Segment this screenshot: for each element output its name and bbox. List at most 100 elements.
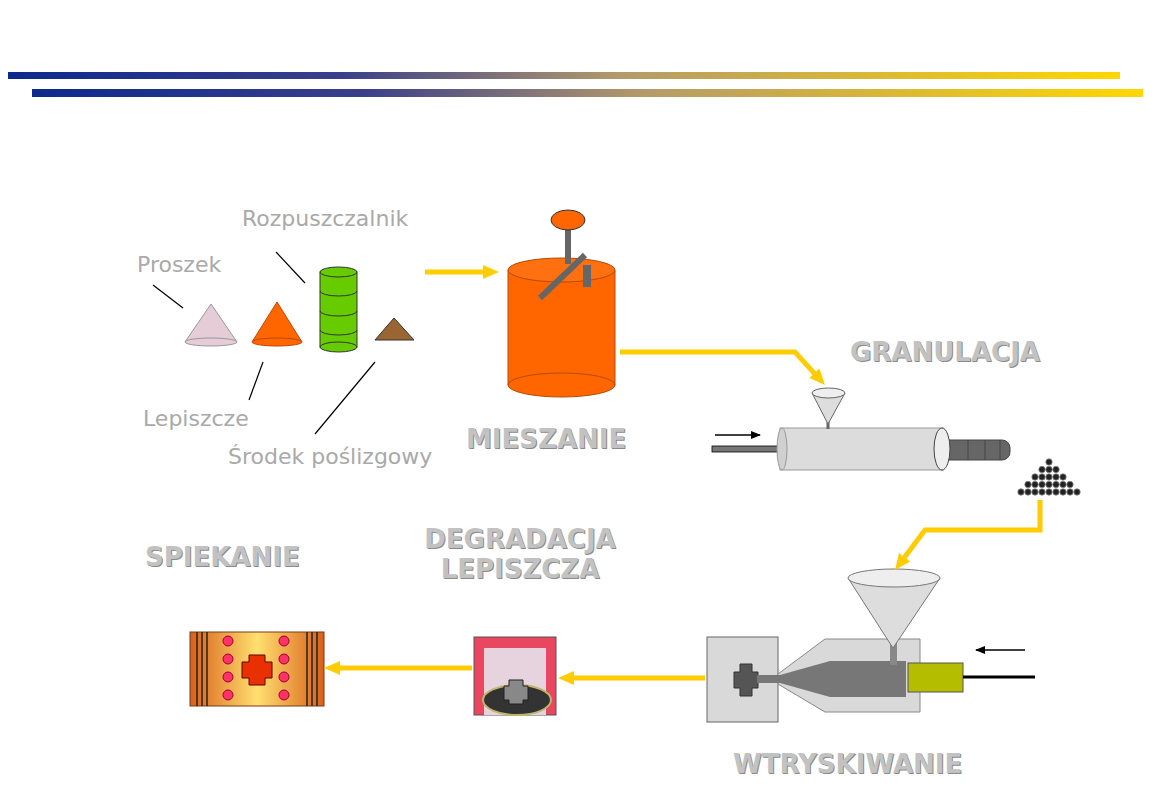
granulator-part: [715, 434, 760, 436]
pellet: [1046, 459, 1052, 465]
header-bars-part: [8, 72, 1120, 79]
granulator-part: [968, 440, 969, 460]
leader-line-part: [315, 362, 375, 434]
mixer-tank-part: [565, 228, 571, 264]
sintering-furnace-part: [190, 632, 324, 706]
sintering-furnace-part: [223, 636, 289, 700]
ingredient-label: Rozpuszczalnik: [242, 206, 408, 232]
injection-machine-part: [757, 675, 782, 683]
injection-machine-part: [848, 578, 940, 648]
injection-machine: [707, 569, 1035, 722]
pellet: [1032, 481, 1038, 487]
granulator-part: [985, 440, 986, 460]
pellet: [1060, 474, 1066, 480]
ingredient-solvent-part: [320, 272, 357, 347]
pellet: [1018, 489, 1024, 495]
sintering-furnace-part: [242, 655, 272, 685]
pellet: [1074, 489, 1080, 495]
sintering-furnace-part-part: [279, 636, 289, 646]
injection-machine-part: [778, 639, 920, 712]
sintering-furnace-part-part: [223, 636, 233, 646]
pellet: [1032, 474, 1038, 480]
injection-machine-part: [734, 664, 758, 696]
flow-arrow: [901, 500, 1040, 562]
granulator-part: [712, 446, 780, 452]
stage-label: DEGRADACJA LEPISZCZA: [405, 525, 635, 585]
ingredient-lubricant-part: [375, 318, 414, 340]
ingredient-solvent-part: [320, 342, 357, 352]
ingredient-solvent-part: [320, 291, 357, 296]
mixer-tank-part: [508, 373, 615, 397]
granulator-part: [940, 440, 1010, 460]
granulation-stage: GRANULACJA: [780, 385, 1080, 500]
mixer-tank-part: [615, 270, 616, 385]
sintering-furnace-part-part: [279, 690, 289, 700]
pellet: [1046, 466, 1052, 472]
injection-stage: WTRYSKIWANIE: [705, 570, 1040, 725]
injection-machine-part: [963, 676, 1035, 679]
flow-arrow: [620, 352, 818, 378]
granulator-part: [1000, 440, 1001, 460]
granulator-part: [780, 428, 943, 470]
pellet: [1067, 489, 1073, 495]
pellet: [1067, 481, 1073, 487]
mixer-tank-part: [508, 270, 509, 385]
flow-arrow: [568, 676, 705, 681]
ingredient-solvent-part: [320, 311, 357, 316]
mixer-tank-part: [583, 265, 591, 287]
mixer-tank-part: [540, 255, 585, 298]
ingredient-lubricant: [375, 318, 414, 340]
injection-machine-part: [976, 649, 1025, 651]
mixer-tank: [508, 210, 615, 397]
flow-arrow: [334, 666, 472, 671]
sintering-furnace-part: [197, 632, 317, 706]
sintering-furnace-part-part: [223, 690, 233, 700]
ingredient-label: Proszek: [137, 252, 221, 278]
sintering-stage: SPIEKANIE: [190, 632, 324, 706]
sintering-furnace-part-part: [311, 632, 313, 706]
mixer-tank-part: [551, 210, 585, 230]
ingredient-solvent-part: [320, 267, 357, 277]
pellet: [1032, 489, 1038, 495]
granulator-part: [934, 428, 950, 470]
leader-line-part: [276, 252, 305, 283]
mixer-tank-part: [508, 270, 615, 385]
pellet: [1039, 474, 1045, 480]
pellet: [1053, 466, 1059, 472]
granulator: [712, 388, 1010, 470]
leader-line-part: [249, 362, 263, 400]
granulator-part: [777, 428, 787, 470]
debinding-furnace-part: [504, 680, 528, 704]
sintering-furnace-part-part: [223, 672, 233, 682]
ingredient-binder-part: [252, 338, 302, 346]
pellet: [1025, 481, 1031, 487]
sintering-furnace-part-part: [306, 632, 308, 706]
pellet: [1060, 481, 1066, 487]
pellet: [1046, 489, 1052, 495]
debinding-stage: DEGRADACJA LEPISZCZA: [472, 635, 558, 720]
pellet: [1046, 481, 1052, 487]
ingredient-label: Lepiszcze: [143, 406, 249, 432]
stage-label: MIESZANIE: [466, 425, 626, 455]
mixing-stage: MIESZANIE: [505, 210, 620, 400]
stage-label: SPIEKANIE: [145, 543, 300, 573]
sintering-furnace-part-part: [316, 632, 318, 706]
pellet: [1053, 474, 1059, 480]
pellets: [1018, 459, 1080, 495]
pellet: [1025, 489, 1031, 495]
header-bars: [8, 72, 1143, 97]
pellet: [1053, 481, 1059, 487]
ingredient-powder-part: [185, 338, 237, 346]
debinding-furnace: [474, 637, 556, 715]
pellet: [1046, 474, 1052, 480]
injection-machine-part: [848, 569, 940, 587]
sintering-furnace: [190, 632, 324, 706]
stage-label: WTRYSKIWANIE: [733, 750, 962, 780]
pellet: [1039, 466, 1045, 472]
ingredient-label: Środek poślizgowy: [228, 444, 432, 470]
sintering-furnace-part-part: [201, 632, 203, 706]
debinding-furnace-part: [474, 637, 556, 715]
